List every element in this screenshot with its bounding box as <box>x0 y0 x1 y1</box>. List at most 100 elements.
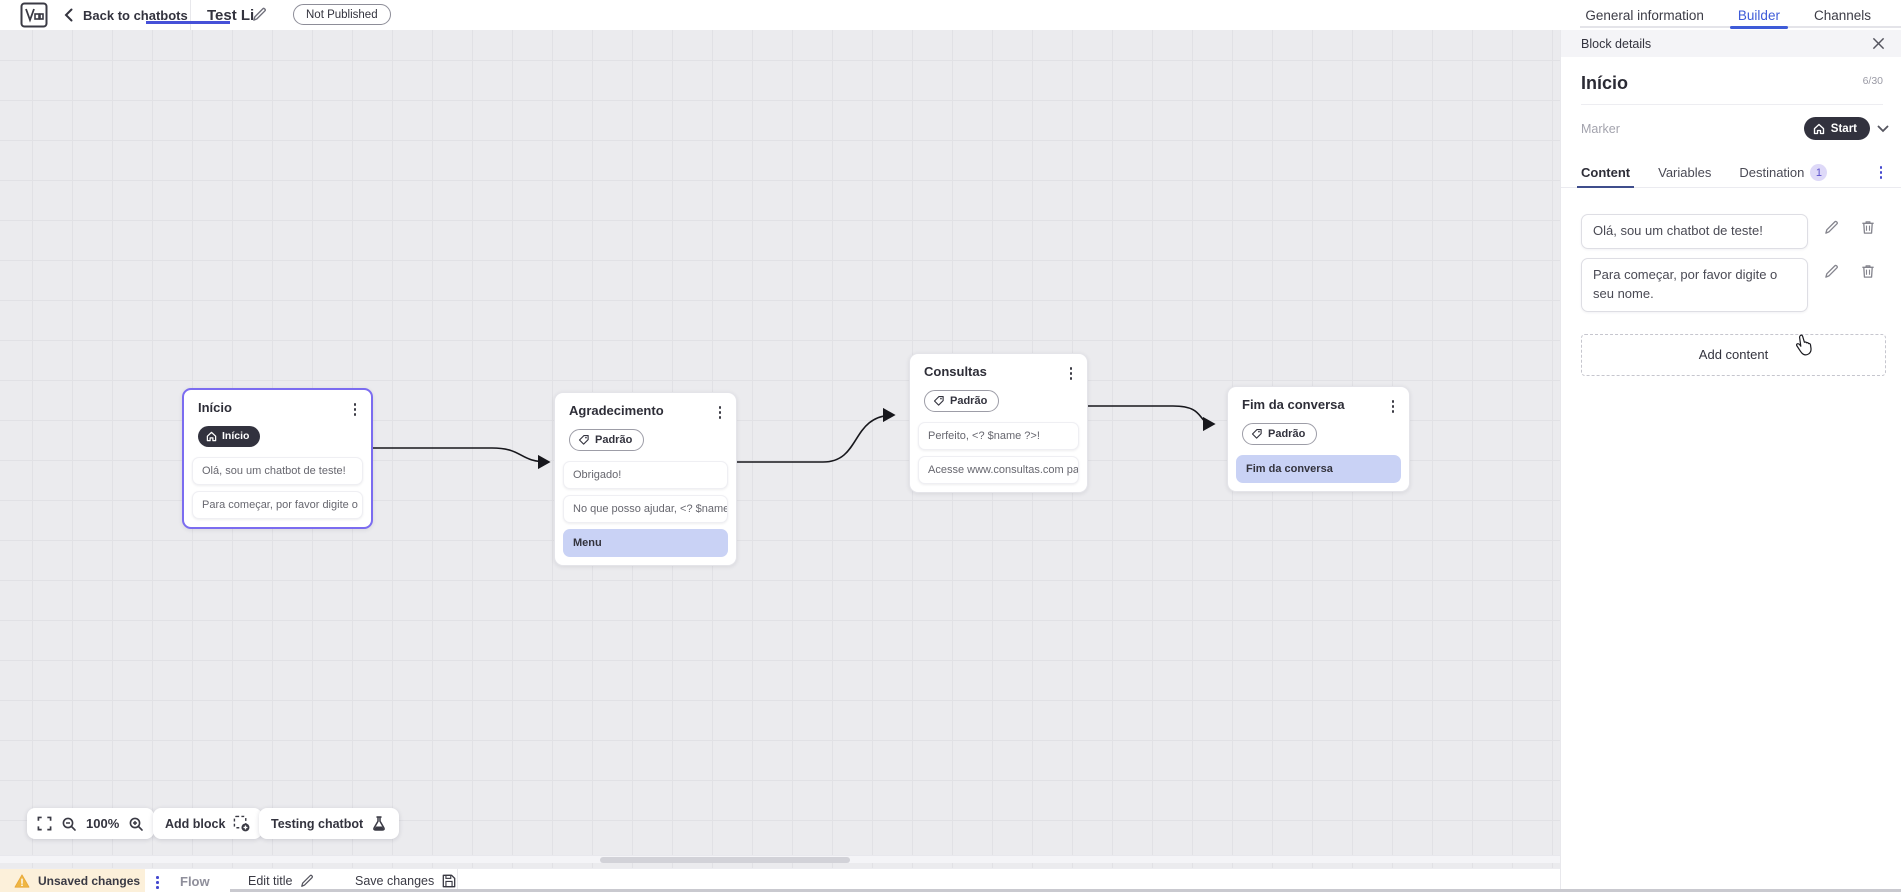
window-bottom-strip <box>230 889 1901 892</box>
delete-content-button[interactable] <box>1861 264 1875 279</box>
edit-title-label: Edit title <box>248 874 293 888</box>
add-block-button[interactable]: Add block <box>153 808 263 839</box>
pencil-icon <box>1825 220 1838 234</box>
tag-pill[interactable]: Padrão <box>569 428 645 451</box>
edit-content-button[interactable] <box>1824 264 1839 279</box>
tag-pill-label: Padrão <box>1268 427 1306 440</box>
tab-variables-label: Variables <box>1658 165 1712 180</box>
block-title: Início <box>198 400 232 415</box>
block-title: Fim da conversa <box>1242 397 1345 412</box>
panel-header-label: Block details <box>1581 36 1652 51</box>
block-title: Agradecimento <box>569 403 664 418</box>
topbar-divider <box>190 0 191 30</box>
save-changes-button[interactable]: Save changes <box>355 869 456 892</box>
content-item: Olá, sou um chatbot de teste! <box>1581 214 1885 249</box>
marker-select[interactable]: Start <box>1803 117 1870 140</box>
panel-menu-button[interactable] <box>1877 163 1886 182</box>
close-icon <box>1872 37 1885 50</box>
trash-icon <box>1862 265 1874 278</box>
menu-card[interactable]: Menu <box>563 528 728 557</box>
block-menu-button[interactable] <box>351 400 360 419</box>
edit-chatbot-title-button[interactable] <box>252 7 267 22</box>
tab-channels[interactable]: Channels <box>1813 7 1871 23</box>
marker-select-value: Start <box>1830 122 1857 135</box>
flow-block-consultas[interactable]: Consultas Padrão Perfeito, <? $name ?>! … <box>909 353 1088 493</box>
zoom-in-button[interactable] <box>128 816 144 832</box>
tab-builder[interactable]: Builder <box>1729 0 1788 30</box>
message-card[interactable]: No que posso ajudar, <? $name ... <box>563 494 728 523</box>
block-header: Início <box>184 390 371 424</box>
flow-block-agradecimento[interactable]: Agradecimento Padrão Obrigado! No que po… <box>554 392 737 566</box>
chevron-left-icon <box>64 8 73 22</box>
block-header: Agradecimento <box>555 393 736 427</box>
zoom-out-button[interactable] <box>61 816 77 832</box>
tab-content[interactable]: Content <box>1576 158 1635 188</box>
add-content-button[interactable]: Add content <box>1581 333 1886 376</box>
pencil-icon <box>253 7 266 21</box>
home-icon <box>1813 123 1824 134</box>
tag-icon <box>578 434 589 445</box>
block-name-input[interactable]: Início <box>1581 73 1629 93</box>
close-panel-button[interactable] <box>1872 37 1885 50</box>
fit-screen-button[interactable] <box>37 816 52 831</box>
panel-tabs: Content Variables Destination 1 <box>1561 140 1901 188</box>
magnifier-plus-icon <box>129 817 144 831</box>
chatbot-title: Test Li <box>207 6 255 24</box>
pencil-icon <box>301 874 314 887</box>
content-item: Para começar, por favor digite o seu nom… <box>1581 257 1885 312</box>
zoom-level: 100% <box>86 816 120 831</box>
bottom-bar: Unsaved changes Flow Edit title Save cha… <box>0 868 1560 892</box>
edit-content-button[interactable] <box>1824 220 1839 235</box>
char-counter: 6/30 <box>1862 75 1883 87</box>
add-block-icon <box>234 815 250 832</box>
testing-chatbot-button[interactable]: Testing chatbot <box>259 808 400 839</box>
bottombar-divider <box>457 869 458 892</box>
tab-flow[interactable]: Flow <box>180 873 210 889</box>
unsaved-changes-label: Unsaved changes <box>38 874 141 888</box>
message-card[interactable]: Olá, sou um chatbot de teste! <box>192 456 363 485</box>
tag-pill[interactable]: Padrão <box>924 389 1000 412</box>
unsaved-changes-banner: Unsaved changes <box>0 869 145 892</box>
message-card[interactable]: Perfeito, <? $name ?>! <box>918 421 1079 450</box>
marker-row: Marker Start <box>1561 105 1901 140</box>
back-to-chatbots-button[interactable]: Back to chatbots <box>64 0 188 30</box>
marker-pill-label: Início <box>222 430 250 442</box>
flow-menu-button[interactable] <box>153 873 162 892</box>
tab-variables[interactable]: Variables <box>1658 158 1711 187</box>
flow-canvas[interactable]: Início Início Olá, sou um chatbot de tes… <box>0 30 1560 868</box>
tag-pill-label: Padrão <box>595 433 633 446</box>
status-badge: Not Published <box>293 4 391 25</box>
edit-title-button[interactable]: Edit title <box>248 869 314 892</box>
trash-icon <box>1862 221 1874 234</box>
flow-block-fim-da-conversa[interactable]: Fim da conversa Padrão Fim da conversa <box>1227 386 1410 492</box>
flow-block-inicio[interactable]: Início Início Olá, sou um chatbot de tes… <box>182 388 373 529</box>
message-card[interactable]: Para começar, por favor digite o ... <box>192 490 363 519</box>
canvas-horizontal-scrollbar <box>0 855 1560 863</box>
testing-chatbot-label: Testing chatbot <box>271 816 364 831</box>
app-logo-icon <box>20 2 48 28</box>
flow-tab-underline <box>146 21 230 24</box>
menu-card[interactable]: Fim da conversa <box>1236 454 1401 483</box>
content-text-box[interactable]: Para começar, por favor digite o seu nom… <box>1581 257 1808 312</box>
tab-destination[interactable]: Destination 1 <box>1739 158 1828 187</box>
tab-general-information[interactable]: General information <box>1585 7 1704 23</box>
start-marker-pill[interactable]: Início <box>198 425 261 447</box>
content-text-box[interactable]: Olá, sou um chatbot de teste! <box>1581 214 1808 249</box>
content-list: Olá, sou um chatbot de teste! <box>1561 188 1901 376</box>
scrollbar-thumb[interactable] <box>600 857 850 863</box>
delete-content-button[interactable] <box>1861 220 1875 235</box>
tab-destination-label: Destination <box>1739 165 1805 180</box>
block-menu-button[interactable] <box>1067 364 1076 383</box>
tag-icon <box>1251 428 1262 439</box>
block-header: Fim da conversa <box>1228 387 1409 421</box>
top-tabs: General information Builder Channels <box>1585 0 1871 30</box>
app-logo[interactable] <box>20 2 48 28</box>
chevron-down-icon[interactable] <box>1877 125 1889 133</box>
tab-content-label: Content <box>1581 165 1631 180</box>
message-card[interactable]: Obrigado! <box>563 460 728 489</box>
tag-pill[interactable]: Padrão <box>1242 422 1318 445</box>
message-card[interactable]: Acesse www.consultas.com par... <box>918 455 1079 484</box>
block-menu-button[interactable] <box>1389 397 1398 416</box>
block-menu-button[interactable] <box>716 403 725 422</box>
